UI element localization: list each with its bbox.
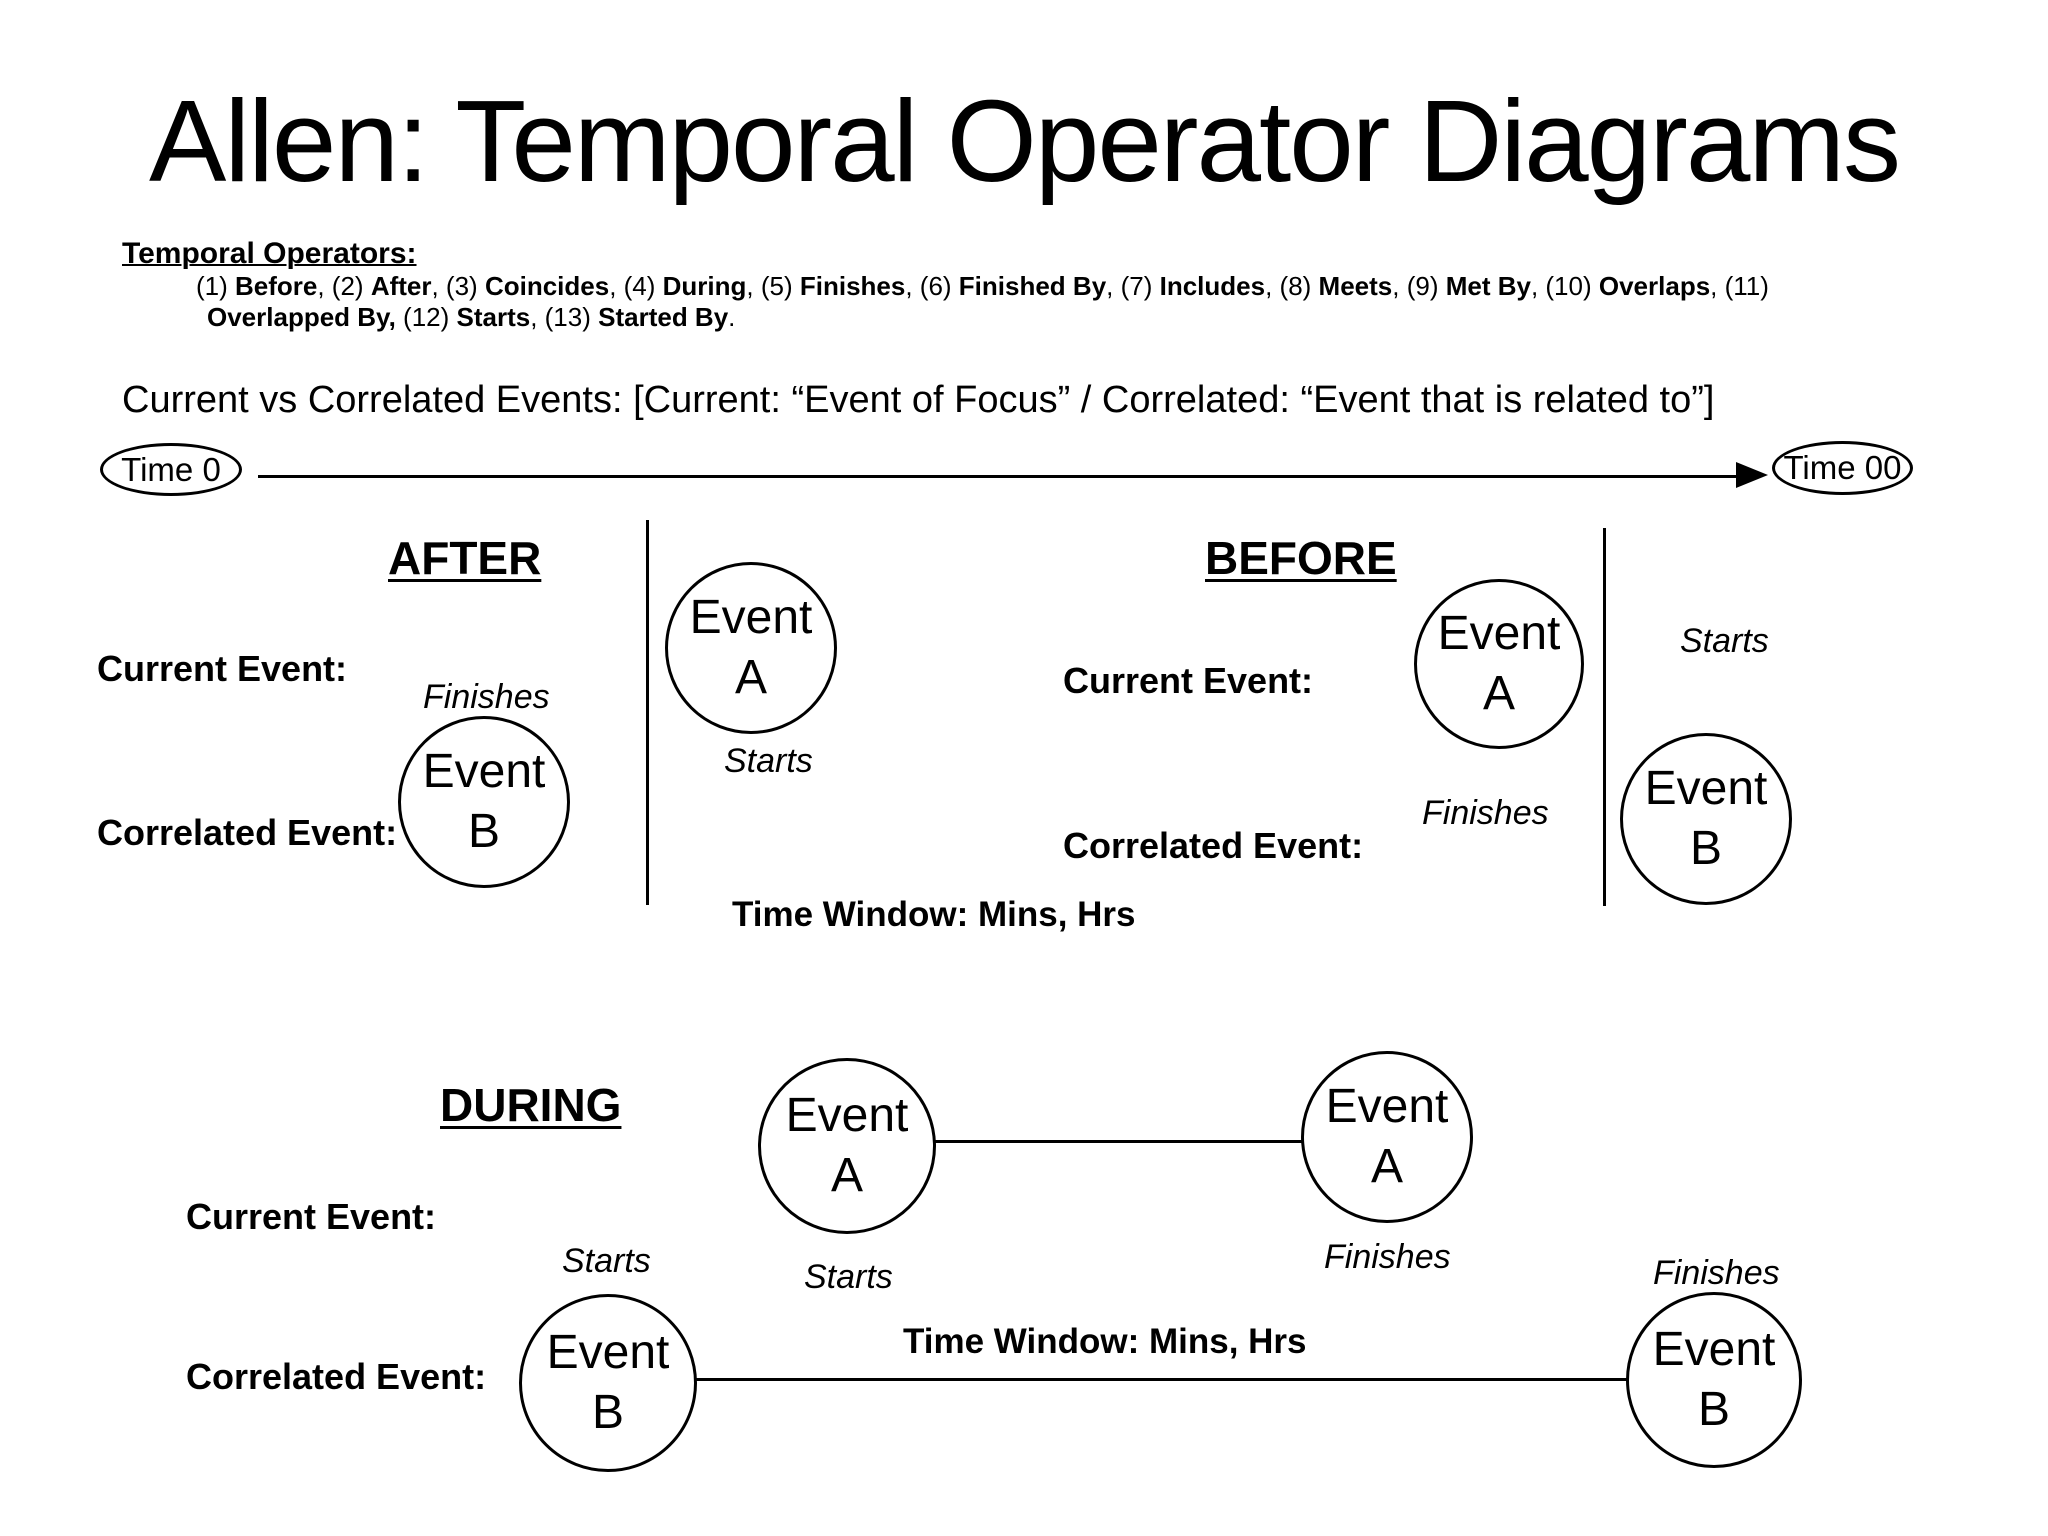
event-label-line1: Event xyxy=(1652,1323,1776,1376)
during-event-b-start-circle: Event B xyxy=(519,1294,697,1472)
event-label-line1: Event xyxy=(546,1326,670,1379)
event-label-line2: A xyxy=(1482,667,1515,720)
during-event-b-end-circle: Event B xyxy=(1626,1292,1802,1468)
event-label-line1: Event xyxy=(1644,762,1768,815)
during-correlated-event-label: Correlated Event: xyxy=(186,1356,487,1397)
after-event-b-circle: Event B xyxy=(398,716,570,888)
during-event-a-start-circle: Event A xyxy=(758,1058,936,1234)
event-label-line1: Event xyxy=(689,591,813,644)
after-event-a-circle: Event A xyxy=(665,562,837,734)
event-label-line2: B xyxy=(1689,822,1722,875)
event-label-line2: B xyxy=(1697,1383,1730,1436)
current-vs-correlated-subtitle: Current vs Correlated Events: [Current: … xyxy=(122,379,1715,421)
section-after-heading: AFTER xyxy=(388,532,542,584)
event-label-line2: A xyxy=(734,651,767,704)
timeline-end-oval: Time 00 xyxy=(1772,441,1913,495)
timeline-end-label: Time 00 xyxy=(1783,449,1902,486)
temporal-operators-line-2: Overlapped By, (12) Starts, (13) Started… xyxy=(207,302,736,332)
event-label-line2: B xyxy=(591,1386,624,1439)
temporal-operators-heading: Temporal Operators: xyxy=(122,237,417,270)
event-label-line1: Event xyxy=(785,1089,909,1142)
during-event-a-end-circle: Event A xyxy=(1301,1051,1473,1223)
before-current-event-label: Current Event: xyxy=(1063,660,1314,701)
event-label-line1: Event xyxy=(1437,607,1561,660)
before-correlated-event-label: Correlated Event: xyxy=(1063,825,1364,866)
after-finishes-label: Finishes xyxy=(423,678,550,716)
during-event-a-connector-line xyxy=(934,1140,1304,1143)
during-starts-label-event-b: Starts xyxy=(562,1242,651,1280)
event-label-line2: B xyxy=(467,805,500,858)
section-during-heading: DURING xyxy=(440,1079,622,1131)
upper-time-window-label: Time Window: Mins, Hrs xyxy=(732,895,1136,934)
during-finishes-label-event-a: Finishes xyxy=(1324,1238,1451,1276)
during-event-b-connector-line xyxy=(695,1378,1628,1381)
before-event-a-circle: Event A xyxy=(1414,579,1584,749)
during-time-window-label: Time Window: Mins, Hrs xyxy=(903,1322,1307,1361)
temporal-operators-line-1: (1) Before, (2) After, (3) Coincides, (4… xyxy=(196,271,1769,301)
before-event-b-circle: Event B xyxy=(1620,733,1792,905)
timeline-start-label: Time 0 xyxy=(121,450,221,488)
timeline-line xyxy=(258,475,1738,478)
page-title: Allen: Temporal Operator Diagrams xyxy=(149,76,1901,206)
after-correlated-event-label: Correlated Event: xyxy=(97,812,398,853)
during-starts-label-event-a: Starts xyxy=(804,1258,893,1296)
before-finishes-label: Finishes xyxy=(1422,794,1549,832)
event-label-line2: A xyxy=(1370,1140,1403,1193)
timeline-start-oval: Time 0 xyxy=(100,443,242,496)
during-finishes-label-event-b: Finishes xyxy=(1653,1254,1780,1292)
section-before-heading: BEFORE xyxy=(1205,532,1397,584)
after-starts-label: Starts xyxy=(724,742,813,780)
after-current-event-label: Current Event: xyxy=(97,648,348,689)
event-label-line1: Event xyxy=(422,745,546,798)
before-divider-line xyxy=(1603,528,1606,906)
during-current-event-label: Current Event: xyxy=(186,1196,437,1237)
event-label-line1: Event xyxy=(1325,1080,1449,1133)
event-label-line2: A xyxy=(830,1149,863,1202)
after-divider-line xyxy=(646,520,649,905)
timeline-arrowhead-icon xyxy=(1736,462,1768,488)
before-starts-label: Starts xyxy=(1680,622,1769,660)
